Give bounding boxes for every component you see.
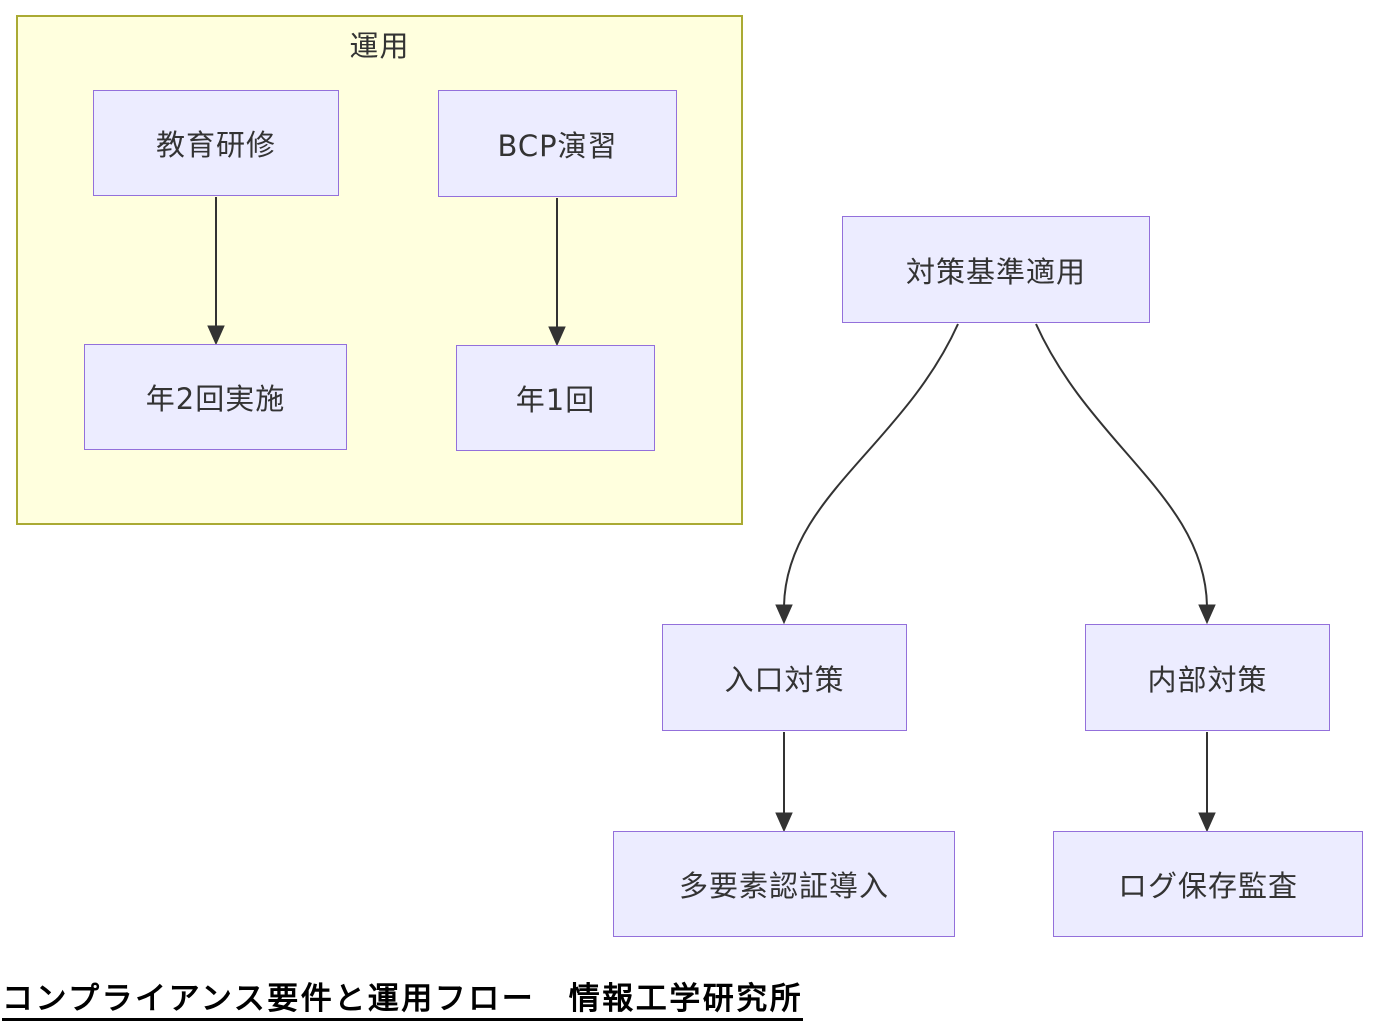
- node-tayoso-ninsho: 多要素認証導入: [613, 831, 955, 937]
- cluster-title: 運用: [349, 29, 410, 63]
- arrowhead-icon: [1198, 812, 1216, 833]
- arrowhead-icon: [1198, 604, 1216, 625]
- node-log-hozon-kansa: ログ保存監査: [1053, 831, 1363, 937]
- node-taisaku-kijun: 対策基準適用: [842, 216, 1150, 323]
- arrowhead-icon: [775, 604, 793, 625]
- node-nen-2kai-jisshi: 年2回実施: [84, 344, 347, 450]
- node-naibu-taisaku: 内部対策: [1085, 624, 1330, 731]
- node-kyoiku-kenshu: 教育研修: [93, 90, 339, 196]
- edge-taisaku-to-iriguchi: [775, 323, 959, 625]
- edge-iriguchi-to-tayoso: [775, 732, 793, 833]
- edge-line: [1035, 323, 1208, 607]
- node-bcp-enshu: BCP演習: [438, 90, 677, 197]
- edge-taisaku-to-naibu: [1035, 323, 1216, 625]
- edge-naibu-to-log: [1198, 732, 1216, 833]
- arrowhead-icon: [775, 812, 793, 833]
- node-iriguchi-taisaku: 入口対策: [662, 624, 907, 731]
- diagram-caption: コンプライアンス要件と運用フロー 情報工学研究所: [2, 983, 804, 1021]
- node-nen-1kai: 年1回: [456, 345, 655, 451]
- edge-line: [783, 323, 959, 607]
